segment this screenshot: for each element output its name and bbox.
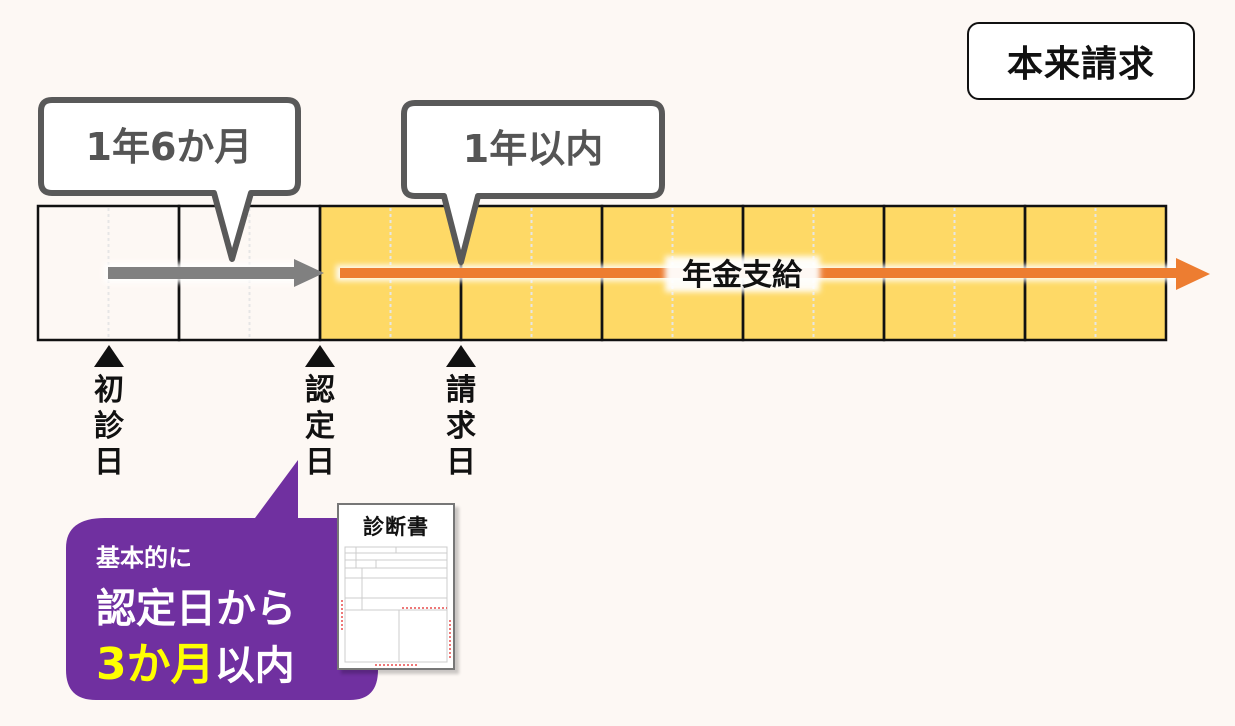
medical-certificate-icon: 診断書: [337, 503, 455, 670]
marker-char: 認: [305, 373, 335, 408]
duration-bubble-1y6m: 1年6か月: [38, 97, 301, 262]
callout-bubble: [66, 460, 378, 700]
marker-char: 求: [446, 409, 476, 444]
title-badge: 本来請求: [967, 22, 1195, 100]
duration-bubble-1y: 1年以内: [401, 100, 665, 265]
form-lines: [341, 546, 451, 666]
callout-line-2: 認定日から: [96, 586, 296, 632]
callout-line-3: 3か月以内: [96, 628, 295, 692]
marker-label-claim: 請 求 日: [441, 373, 481, 481]
marker-char: 請: [446, 373, 476, 408]
document-title: 診断書: [363, 514, 429, 539]
half-year-gridlines: [107, 208, 1097, 338]
bubble-label-1y6m: 1年6か月: [86, 125, 253, 169]
callout-rest: 以内: [214, 643, 295, 689]
gray-arrow: [108, 259, 324, 287]
marker-label-first-visit: 初 診 日: [89, 373, 129, 481]
callout-line-1: 基本的に: [96, 544, 192, 572]
arrow-label: 年金支給: [682, 258, 803, 293]
marker-triangle-claim: [446, 345, 476, 367]
callout-highlight: 3か月: [96, 639, 215, 690]
marker-char: 日: [94, 445, 124, 480]
marker-char: 初: [94, 373, 124, 408]
marker-char: 定: [305, 409, 335, 444]
marker-label-recognition: 認 定 日: [300, 373, 340, 481]
marker-char: 診: [94, 409, 124, 444]
marker-triangle-first-visit: [94, 345, 124, 367]
bubble-label-1y: 1年以内: [463, 127, 603, 171]
marker-char: 日: [446, 445, 476, 480]
marker-char: 日: [305, 445, 335, 480]
marker-triangle-recognition: [305, 345, 335, 367]
